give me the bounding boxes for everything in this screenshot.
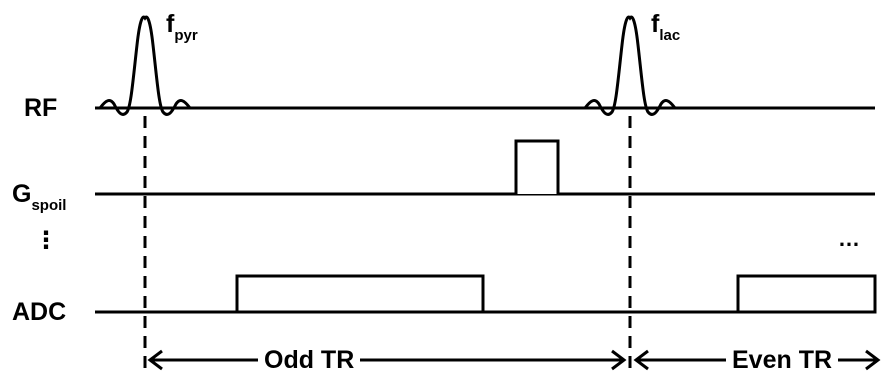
odd-tr-label: Odd TR [258,348,361,373]
odd-tr-arrowhead-left [147,349,163,371]
rf-pulse-lac [583,15,677,116]
even-tr-label: Even TR [726,348,839,373]
pulse-label-lac: flac [651,10,680,44]
pulse-label-pyr: fpyr [166,10,198,44]
adc-window-odd [235,274,485,314]
pulse-label-lac-sub: lac [659,27,681,44]
spoiler-gradient [514,139,560,194]
odd-tr-arrowhead-right [611,349,627,371]
vertical-ellipsis-text: ⋮ [34,227,58,254]
even-tr-arrowhead-left [633,349,649,371]
pulse-label-lac-main: f [651,10,660,38]
pulse-label-pyr-main: f [166,10,175,38]
adc-label: ADC [12,298,67,326]
pulse-label-pyr-sub: pyr [174,27,198,44]
horizontal-ellipsis: … [838,226,864,251]
rf-label: RF [24,94,58,122]
gspoil-label: Gspoil [12,180,66,214]
gspoil-label-sub: spoil [31,197,67,214]
adc-window-even [736,274,877,314]
vertical-ellipsis: ⋮ [34,229,58,253]
gspoil-label-main: G [12,180,32,208]
even-tr-arrowhead-right [865,349,881,371]
rf-pulse-pyr [98,15,192,116]
